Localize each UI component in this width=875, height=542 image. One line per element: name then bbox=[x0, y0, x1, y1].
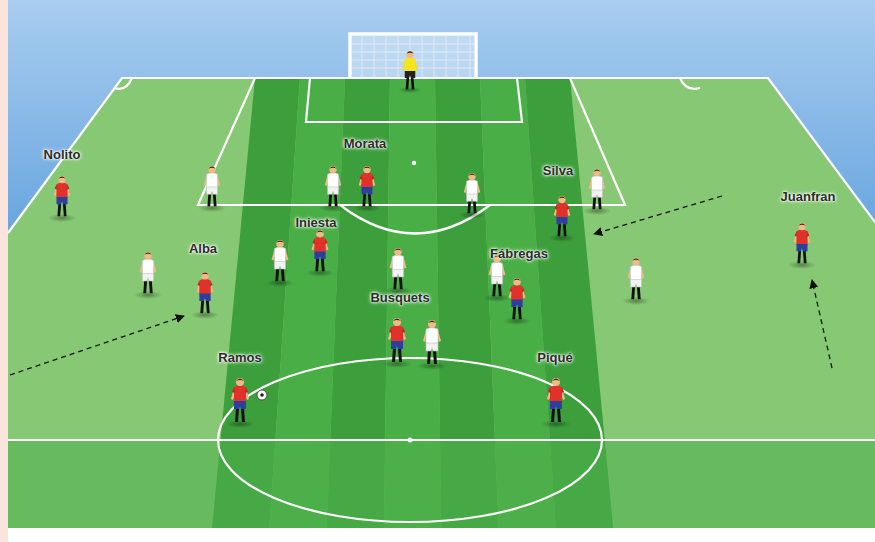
player-name: Iniesta bbox=[295, 215, 336, 231]
pitch-lines bbox=[8, 78, 875, 522]
player-name: Fábregas bbox=[490, 246, 548, 262]
opponent-player bbox=[140, 252, 157, 293]
penalty-spot bbox=[412, 161, 416, 165]
spain-player bbox=[388, 318, 406, 362]
opponent-player bbox=[423, 320, 441, 364]
pitch-lower bbox=[0, 440, 875, 528]
opponent-player bbox=[589, 169, 606, 209]
player-name: Silva bbox=[543, 163, 573, 179]
opponent-player bbox=[628, 258, 645, 299]
player-name: Juanfran bbox=[781, 189, 836, 205]
bottom-margin bbox=[0, 528, 875, 542]
spain-player bbox=[547, 378, 565, 422]
goalkeeper bbox=[402, 51, 418, 90]
spain-player bbox=[509, 278, 526, 319]
spain-player bbox=[554, 196, 571, 236]
centre-spot bbox=[408, 438, 413, 443]
spain-player bbox=[197, 272, 214, 313]
player-name: Busquets bbox=[370, 290, 429, 306]
opponent-player bbox=[204, 166, 221, 206]
player-name: Nolito bbox=[44, 147, 81, 163]
spain-player bbox=[359, 166, 376, 206]
pitch-surface bbox=[0, 78, 875, 528]
movement-arrows bbox=[10, 196, 832, 375]
player-name: Ramos bbox=[218, 350, 261, 366]
opponent-player bbox=[325, 166, 342, 206]
opponent-player bbox=[272, 240, 289, 281]
spain-player bbox=[231, 378, 249, 422]
player-name: Piqué bbox=[537, 350, 572, 366]
player-shadows bbox=[48, 87, 816, 428]
spain-player bbox=[54, 176, 71, 216]
opponent-player bbox=[390, 248, 407, 289]
opponent-player bbox=[464, 173, 481, 213]
spain-player bbox=[312, 230, 329, 271]
ball bbox=[257, 390, 267, 400]
page-margin bbox=[0, 0, 8, 542]
spain-player bbox=[794, 223, 811, 263]
player-name: Alba bbox=[189, 241, 217, 257]
player-name: Morata bbox=[344, 136, 387, 152]
opponent-player bbox=[489, 255, 506, 296]
